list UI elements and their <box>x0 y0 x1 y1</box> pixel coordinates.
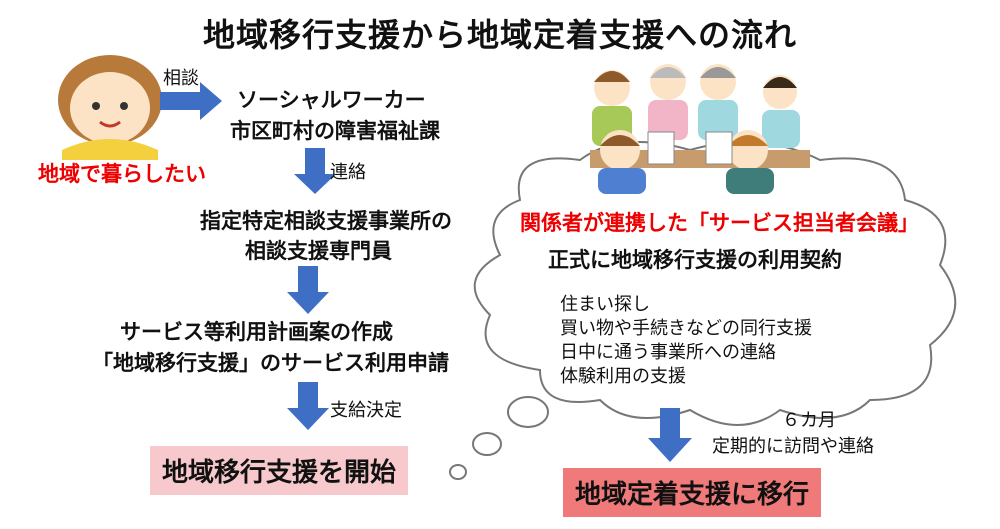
consult-arrow <box>160 82 222 120</box>
girl-illustration <box>58 55 162 160</box>
visits-label: 定期的に訪問や連絡 <box>712 436 874 457</box>
person-caption: 地域で暮らしたい <box>38 162 206 186</box>
transition-box: 地域定着支援に移行 <box>563 468 822 517</box>
support-item: 住まい探し <box>560 294 650 315</box>
specialist-line-2: 相談支援専門員 <box>245 239 392 263</box>
start-box: 地域移行支援を開始 <box>150 446 409 495</box>
meeting-illustration <box>590 64 810 194</box>
plan-line-2: 「地域移行支援」のサービス利用申請 <box>92 351 449 375</box>
support-item: 日中に通う事業所への連絡 <box>560 342 776 363</box>
specialist-line-1: 指定特定相談支援事業所の <box>200 209 452 233</box>
thought-bubbles <box>449 396 549 480</box>
contact-label: 連絡 <box>330 162 366 183</box>
down-arrow-1 <box>294 148 336 194</box>
down-arrow-3 <box>287 382 329 430</box>
page-title: 地域移行支援から地域定着支援への流れ <box>202 16 797 54</box>
decision-label: 支給決定 <box>330 400 402 421</box>
worker-line-2: 市区町村の障害福祉課 <box>230 119 440 143</box>
plan-line-1: サービス等利用計画案の作成 <box>120 320 393 344</box>
speech-cloud <box>473 141 957 426</box>
duration-label: ６カ月 <box>782 410 836 431</box>
contract-text: 正式に地域移行支援の利用契約 <box>548 248 842 272</box>
worker-line-1: ソーシャルワーカー <box>237 88 426 112</box>
down-arrow-right <box>648 408 692 462</box>
consult-label: 相談 <box>163 68 199 89</box>
down-arrow-2 <box>287 266 329 314</box>
support-item: 買い物や手続きなどの同行支援 <box>560 318 812 339</box>
support-item: 体験利用の支援 <box>560 366 686 387</box>
meeting-title: 関係者が連携した「サービス担当者会議」 <box>520 211 919 235</box>
